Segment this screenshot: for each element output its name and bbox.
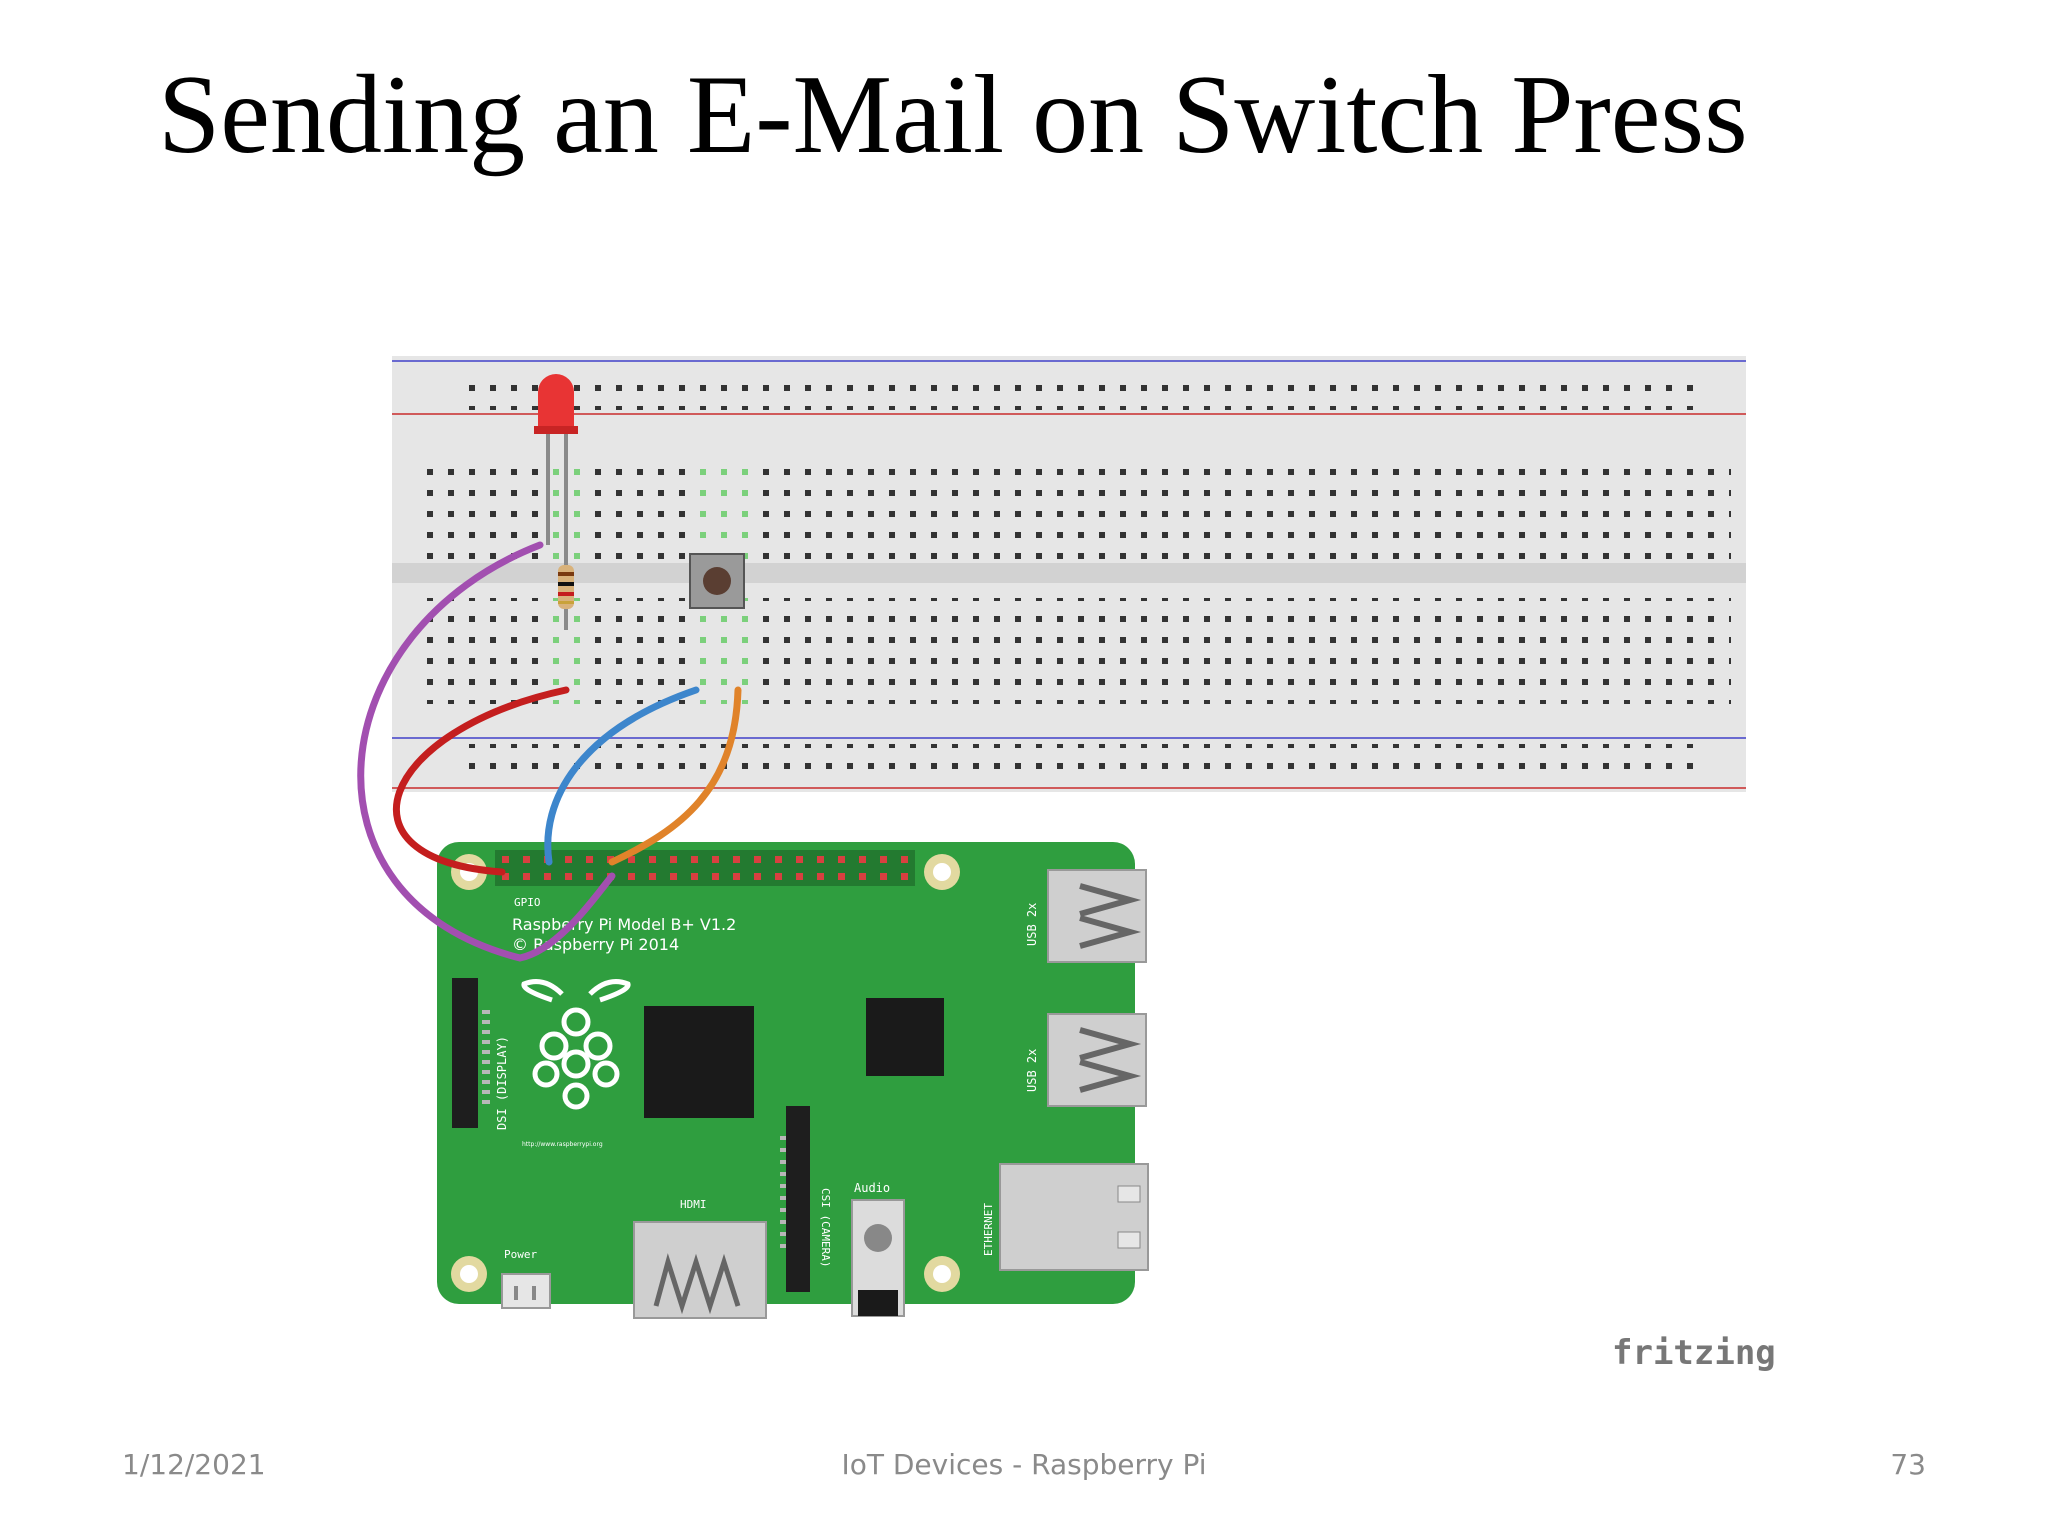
slide-title: Sending an E-Mail on Switch Press bbox=[158, 53, 1748, 177]
wire-purple bbox=[357, 541, 616, 962]
fritzing-watermark: fritzing bbox=[1612, 1333, 1776, 1373]
wires bbox=[357, 541, 742, 962]
wire-orange bbox=[608, 686, 742, 866]
url-label: http://www.raspberrypi.org bbox=[522, 1141, 603, 1148]
footer-date: 1/12/2021 bbox=[122, 1448, 266, 1481]
power-label: Power bbox=[504, 1248, 537, 1261]
wire-blue bbox=[544, 686, 700, 866]
usb-bottom-label: USB 2x bbox=[1025, 1049, 1039, 1092]
breadboard bbox=[392, 356, 1746, 792]
push-button bbox=[689, 553, 745, 609]
model-label: Raspberry Pi Model B+ V1.2 bbox=[512, 915, 736, 934]
audio-label: Audio bbox=[854, 1181, 890, 1195]
csi-label: CSI (CAMERA) bbox=[819, 1188, 832, 1267]
raspberry-pi-board: GPIO Raspberry Pi Model B+ V1.2 © Raspbe… bbox=[437, 842, 1149, 1319]
footer-center-text: IoT Devices - Raspberry Pi bbox=[841, 1448, 1207, 1481]
wire-red bbox=[392, 686, 570, 876]
gpio-label: GPIO bbox=[514, 896, 541, 909]
ethernet-label: ETHERNET bbox=[982, 1203, 995, 1256]
hdmi-label: HDMI bbox=[680, 1198, 707, 1211]
usb-top-label: USB 2x bbox=[1025, 903, 1039, 946]
dsi-label: DSI (DISPLAY) bbox=[495, 1036, 509, 1130]
page-number: 73 bbox=[1890, 1448, 1926, 1481]
resistor bbox=[558, 545, 574, 630]
led bbox=[534, 374, 578, 545]
raspberry-logo bbox=[521, 979, 631, 1110]
